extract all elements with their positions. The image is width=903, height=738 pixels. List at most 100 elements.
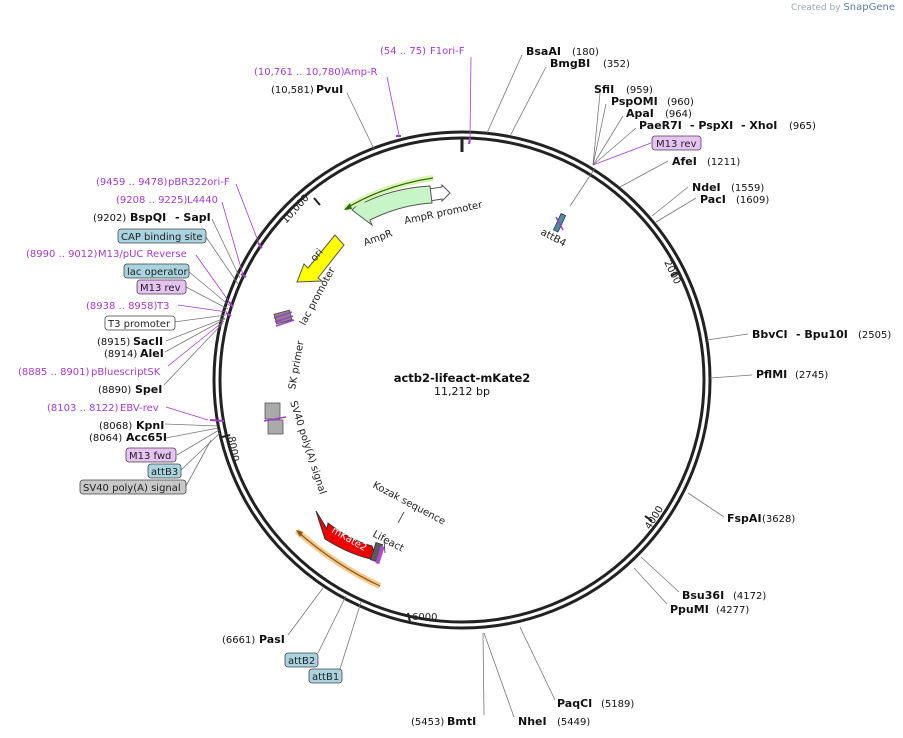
- site-alei[interactable]: (8914) AleI: [104, 318, 226, 360]
- svg-text:BsaAI: BsaAI: [526, 45, 561, 58]
- svg-text:(8064): (8064): [89, 433, 122, 444]
- feature-attb4[interactable]: attB4: [539, 213, 568, 250]
- svg-text:(8915): (8915): [97, 337, 130, 348]
- site-bsaai[interactable]: BsaAI (180): [486, 45, 599, 134]
- site-acc65i[interactable]: (8064) Acc65I: [89, 427, 219, 444]
- svg-text:(8990 .. 9012): (8990 .. 9012): [26, 249, 98, 260]
- site-attb3[interactable]: attB3: [147, 432, 221, 479]
- svg-text:(8885 .. 8901): (8885 .. 8901): [18, 367, 90, 378]
- svg-text:(4172): (4172): [733, 591, 766, 602]
- svg-text:CAP binding site: CAP binding site: [121, 232, 203, 243]
- tick-6000: 6000: [407, 612, 437, 623]
- feature-lifeact[interactable]: Lifeact Kozak sequence: [369, 480, 447, 565]
- svg-text:SV40 poly(A) signal: SV40 poly(A) signal: [287, 400, 328, 496]
- svg-text:6000: 6000: [412, 612, 437, 623]
- svg-text:F1ori-F: F1ori-F: [430, 46, 465, 57]
- svg-text:(959): (959): [626, 85, 653, 96]
- site-l4440[interactable]: (9208 .. 9225) L4440: [116, 195, 244, 276]
- site-lac-operator[interactable]: lac operator: [123, 263, 231, 307]
- site-paci[interactable]: PacI (1609): [655, 193, 769, 223]
- svg-text:BspQI: BspQI: [130, 211, 166, 224]
- plasmid-name: actb2-lifeact-mKate2: [394, 371, 531, 385]
- svg-text:SV40 poly(A) signal: SV40 poly(A) signal: [83, 483, 181, 494]
- svg-text:M13 rev: M13 rev: [656, 139, 697, 150]
- svg-text:EBV-rev: EBV-rev: [120, 403, 159, 414]
- svg-text:pBR322ori-F: pBR322ori-F: [168, 177, 230, 188]
- site-nhei[interactable]: NheI (5449): [483, 632, 590, 728]
- site-ppumi[interactable]: PpuMI (4277): [633, 567, 749, 616]
- snapgene-logo: SnapGene: [843, 2, 895, 13]
- svg-text:AleI: AleI: [140, 347, 164, 360]
- svg-text:(180): (180): [572, 47, 599, 58]
- svg-text:PacI: PacI: [700, 193, 726, 206]
- site-fspai[interactable]: FspAI (3628): [687, 492, 795, 525]
- site-f1ori-f[interactable]: (54 .. 75) F1ori-F: [380, 46, 472, 140]
- site-bmgbi[interactable]: BmgBI (352): [509, 57, 630, 137]
- svg-text:AmpR: AmpR: [362, 228, 394, 249]
- site-paqci[interactable]: PaqCI (5189): [519, 626, 634, 710]
- feature-lac-region[interactable]: lac promoter SK primer: [273, 265, 338, 391]
- svg-text:BmtI: BmtI: [447, 715, 476, 728]
- site-ebv-rev[interactable]: (8103 .. 8122) EBV-rev: [47, 403, 209, 421]
- site-pbluescriptsk[interactable]: (8885 .. 8901) pBluescriptSK: [18, 320, 225, 378]
- site-m13rev-left[interactable]: M13 rev: [136, 279, 229, 310]
- site-paer7i[interactable]: PaeR7I - PspXI - XhoI (965): [639, 119, 816, 132]
- svg-text:- XhoI: - XhoI: [741, 119, 777, 132]
- svg-text:pBluescriptSK: pBluescriptSK: [91, 367, 161, 378]
- site-ndei[interactable]: NdeI (1559): [651, 181, 764, 217]
- site-bbvci[interactable]: BbvCI - Bpu10I (2505): [706, 328, 891, 341]
- site-attb1[interactable]: attB1: [308, 601, 362, 684]
- svg-text:Acc65I: Acc65I: [126, 431, 167, 444]
- site-pasi[interactable]: (6661) PasI: [222, 587, 324, 646]
- svg-text:8000: 8000: [225, 436, 240, 463]
- site-apai[interactable]: ApaI (964): [626, 107, 692, 120]
- site-sfii[interactable]: SfiI (959): [594, 83, 653, 96]
- svg-text:(4277): (4277): [716, 605, 749, 616]
- site-pvui[interactable]: (10,581) PvuI: [271, 83, 375, 150]
- svg-text:(8068): (8068): [99, 421, 132, 432]
- site-cluster-959: [569, 92, 652, 207]
- svg-text:(9459 .. 9478): (9459 .. 9478): [96, 177, 168, 188]
- site-t3-promoter[interactable]: T3 promoter: [104, 314, 227, 331]
- svg-text:NheI: NheI: [518, 715, 547, 728]
- svg-text:BbvCI: BbvCI: [752, 328, 788, 341]
- site-bsu36i[interactable]: Bsu36I (4172): [640, 556, 766, 602]
- site-m13rev-right[interactable]: M13 rev: [651, 135, 702, 151]
- site-kpni[interactable]: (8068) KpnI: [99, 419, 219, 432]
- site-attb2[interactable]: attB2: [284, 595, 347, 668]
- svg-text:SacII: SacII: [133, 335, 163, 348]
- svg-text:(2505): (2505): [858, 330, 891, 341]
- site-amp-r[interactable]: (10,761 .. 10,780) Amp-R: [254, 67, 400, 136]
- site-pspomi[interactable]: PspOMI (960): [611, 95, 694, 108]
- svg-text:attB1: attB1: [312, 672, 339, 683]
- site-spei[interactable]: (8890) SpeI: [98, 322, 224, 396]
- svg-text:NdeI: NdeI: [692, 181, 721, 194]
- site-sv40-polya-signal[interactable]: SV40 poly(A) signal: [79, 439, 212, 495]
- feature-ori[interactable]: ori: [296, 234, 345, 283]
- svg-text:T3 promoter: T3 promoter: [107, 319, 171, 330]
- site-bspqi[interactable]: (9202) BspQI - SapI: [93, 211, 241, 279]
- site-pflmi[interactable]: PflMI (2745): [709, 368, 828, 381]
- svg-text:(9202): (9202): [93, 213, 126, 224]
- snapgene-credit: Created by SnapGene: [791, 2, 895, 13]
- site-t3[interactable]: (8938 .. 8958) T3: [86, 301, 228, 313]
- credit-prefix: Created by: [791, 3, 841, 13]
- site-m13puc-reverse[interactable]: (8990 .. 9012) M13/pUC Reverse: [26, 249, 231, 304]
- svg-text:(5189): (5189): [601, 699, 634, 710]
- svg-text:(2745): (2745): [795, 370, 828, 381]
- svg-text:FspAI: FspAI: [727, 512, 762, 525]
- site-afei[interactable]: AfeI (1211): [619, 155, 740, 188]
- svg-text:(10,761 .. 10,780): (10,761 .. 10,780): [254, 67, 345, 78]
- feature-sv40-polya[interactable]: SV40 poly(A) signal: [263, 400, 328, 496]
- svg-text:PpuMI: PpuMI: [670, 603, 709, 616]
- site-m13fwd[interactable]: M13 fwd: [125, 429, 220, 463]
- site-cap-binding[interactable]: CAP binding site: [117, 228, 239, 285]
- svg-text:(9208 .. 9225): (9208 .. 9225): [116, 195, 188, 206]
- site-bmti[interactable]: (5453) BmtI: [411, 632, 485, 728]
- site-pbr322ori-f[interactable]: (9459 .. 9478) pBR322ori-F: [96, 177, 261, 247]
- site-sacii[interactable]: (8915) SacII: [97, 317, 226, 348]
- svg-text:(965): (965): [789, 121, 816, 132]
- svg-text:attB4: attB4: [539, 227, 568, 249]
- svg-text:(3628): (3628): [762, 514, 795, 525]
- svg-text:(5449): (5449): [557, 717, 590, 728]
